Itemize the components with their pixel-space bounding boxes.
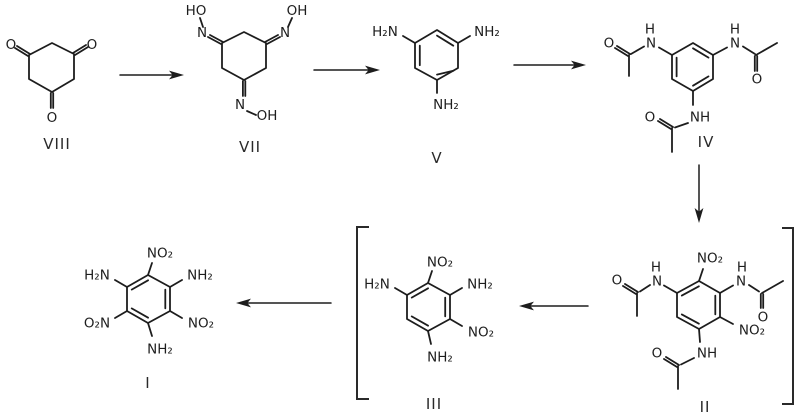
arrow-vii-to-v xyxy=(313,65,380,75)
compound-iv: H N O H N O NH O IV xyxy=(604,22,778,153)
compound-v: H₂N NH₂ NH₂ V xyxy=(372,24,500,167)
arrow-head-icon xyxy=(694,208,704,223)
atom-nh-bottom: NH xyxy=(697,346,717,362)
atom-no2-top: NO₂ xyxy=(147,246,173,262)
atom-ho-left: HO xyxy=(186,3,207,19)
atom-h-left: H xyxy=(651,260,661,276)
atom-h-right: H xyxy=(730,22,740,38)
arrow-v-to-iv xyxy=(513,60,586,70)
arrow-ii-to-iii xyxy=(519,301,589,311)
aromatic-inner-bonds-i xyxy=(130,279,167,319)
arrow-head-icon xyxy=(519,301,534,311)
atom-oh-bottom: OH xyxy=(257,108,278,124)
bracket-left xyxy=(356,226,369,400)
atom-n-left: N xyxy=(652,274,662,290)
atom-o-left: O xyxy=(604,36,615,52)
atom-no2-right: NO₂ xyxy=(188,316,214,332)
atom-o-left: O xyxy=(612,273,623,289)
atom-oh-right: OH xyxy=(287,3,308,19)
atom-amine-left: H₂N xyxy=(364,277,390,293)
atom-amine-left: H₂N xyxy=(372,24,398,40)
atom-amine-right: NH₂ xyxy=(187,268,213,284)
atom-h-left: H xyxy=(645,22,655,38)
ring-vii xyxy=(221,31,267,81)
aromatic-inner-bonds-iv xyxy=(675,47,710,87)
compound-label-vii: VII xyxy=(239,138,261,156)
aromatic-inner-bonds-iii xyxy=(410,287,447,327)
aromatic-inner-bonds-ii xyxy=(680,285,717,325)
arrow-iii-to-i xyxy=(236,298,332,308)
ring-v xyxy=(414,29,459,81)
atom-nh-bottom: NH xyxy=(690,110,710,126)
arrow-head-icon xyxy=(236,298,251,308)
atom-h-right: H xyxy=(737,260,747,276)
atom-amine-right: NH₂ xyxy=(474,24,500,40)
aromatic-inner-bonds-v xyxy=(418,34,455,76)
substituent-bonds-v xyxy=(402,35,471,94)
compound-i: NO₂ H₂N NH₂ O₂N NO₂ NH₂ I xyxy=(84,246,214,393)
acetamido-single-bonds-iv xyxy=(628,42,778,153)
arrow-head-icon xyxy=(571,60,586,70)
atom-no2-right: NO₂ xyxy=(468,325,494,341)
ring-i xyxy=(126,274,171,324)
compound-ii: NO₂ H N O H N O NO₂ NH O II xyxy=(612,251,784,416)
atom-o-right: O xyxy=(752,72,763,88)
arrow-viii-to-vii xyxy=(119,70,184,80)
atom-n-right: N xyxy=(736,274,746,290)
atom-n-left: N xyxy=(197,25,207,41)
ring-iii xyxy=(406,282,451,332)
atom-n-right: N xyxy=(730,36,740,52)
atom-o2n-left: O₂N xyxy=(84,316,110,332)
ring-ii xyxy=(676,280,721,330)
atom-n-left: N xyxy=(646,36,656,52)
atom-no2-right: NO₂ xyxy=(739,323,765,339)
compound-vii: HO N OH N N OH VII xyxy=(186,3,308,156)
atom-o-bottom: O xyxy=(652,346,663,362)
substituent-bonds-iii xyxy=(394,270,463,345)
n-o-single-bonds-vii xyxy=(199,17,293,116)
compound-viii: O O O VIII xyxy=(6,37,98,153)
atom-n-right: N xyxy=(280,25,290,41)
substituent-bonds-i xyxy=(114,262,183,337)
arrow-head-icon xyxy=(365,65,380,75)
atom-amine-right: NH₂ xyxy=(467,277,493,293)
compound-label-iv: IV xyxy=(698,133,715,151)
atom-o-left: O xyxy=(6,37,17,53)
atom-amine-bottom: NH₂ xyxy=(427,350,453,366)
arrow-iv-to-ii xyxy=(694,164,704,223)
compound-label-v: V xyxy=(431,149,442,167)
atom-o-right: O xyxy=(758,310,769,326)
atom-no2-top: NO₂ xyxy=(427,255,453,271)
atom-amine-bottom: NH₂ xyxy=(147,342,173,358)
atom-o-bottom: O xyxy=(645,110,656,126)
atom-amine-left: H₂N xyxy=(84,268,110,284)
compound-label-iii: III xyxy=(426,395,442,413)
carbonyl-double-bonds-viii xyxy=(14,44,89,109)
atom-amine-bottom: NH₂ xyxy=(433,97,459,113)
atom-no2-top: NO₂ xyxy=(697,251,723,267)
atom-o-bottom: O xyxy=(47,110,58,126)
ring-iv xyxy=(671,42,714,92)
oxime-double-bonds-vii xyxy=(207,34,281,97)
compound-label-i: I xyxy=(145,374,150,392)
atom-o-right: O xyxy=(87,37,98,53)
carbonyl-double-bonds-ii xyxy=(622,283,765,368)
arrow-head-icon xyxy=(169,70,184,80)
bracket-right xyxy=(782,227,794,405)
compound-label-viii: VIII xyxy=(43,135,71,153)
carbonyl-double-bonds-iv xyxy=(614,45,759,130)
substituent-single-bonds-ii xyxy=(636,268,784,390)
atom-n-bottom: N xyxy=(235,97,245,113)
ring-viii xyxy=(28,42,75,93)
compound-label-ii: II xyxy=(700,398,711,416)
compound-iii: NO₂ H₂N NH₂ NO₂ NH₂ III xyxy=(364,255,494,414)
